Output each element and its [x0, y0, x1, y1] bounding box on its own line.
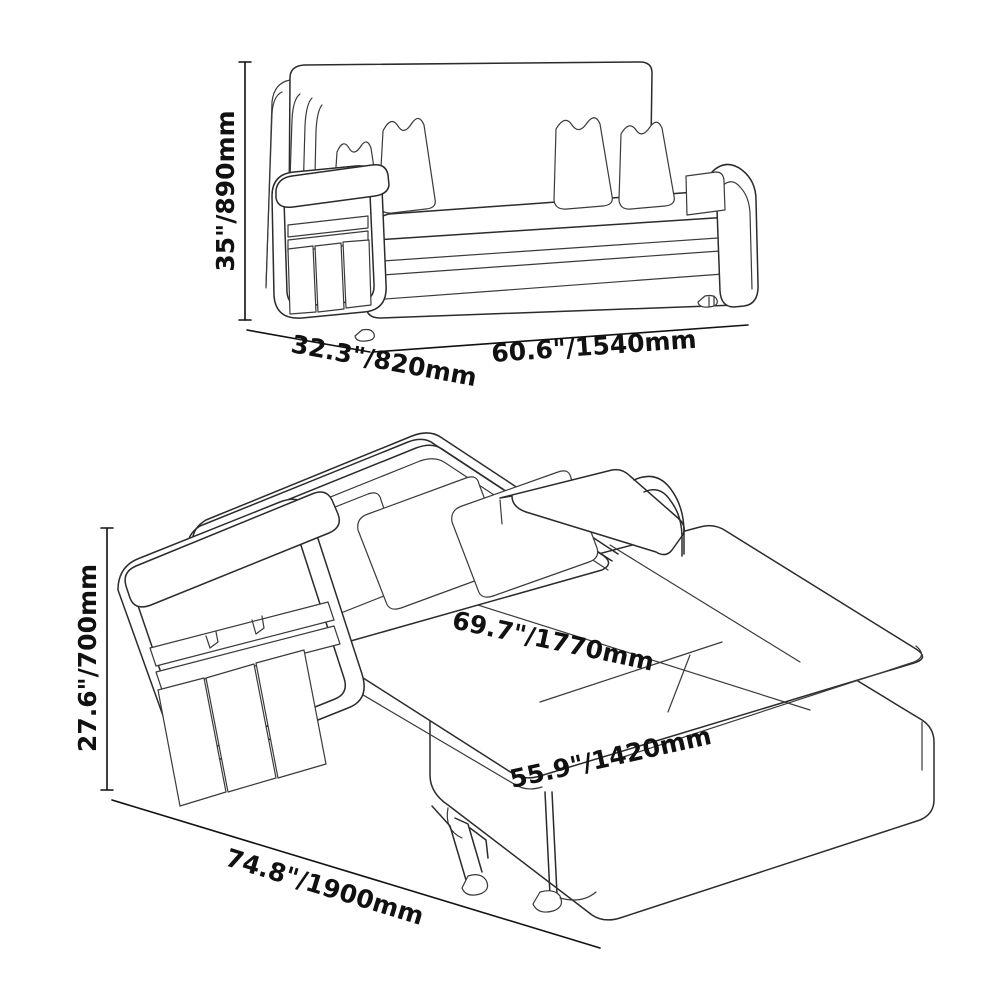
bed-support-leg-2 [544, 791, 551, 896]
bed-left-arm-top-rail [124, 491, 341, 608]
sofa-view: 35"/890mm 32.3"/820mm 60.6"/1540mm [211, 61, 759, 392]
sofa-width-label: 60.6"/1540mm [490, 325, 697, 368]
sofa-back-left-edge [265, 79, 291, 289]
bed-support-leg-brace [431, 805, 467, 881]
bed-arm-tab-2 [251, 615, 265, 635]
bed-mattress-seam-2 [609, 544, 801, 663]
sofa-back-frame-rail-2 [300, 97, 313, 267]
sofa-caster-right [697, 294, 718, 308]
bed-right-arm-pad [499, 468, 685, 556]
sofa-caster-right-detail [708, 295, 715, 307]
sofa-pillow-3 [553, 117, 613, 210]
sofa-pillow-4 [618, 121, 675, 210]
sofa-side-pocket-1 [287, 245, 317, 315]
sofa-seat-seam-upper [367, 235, 748, 263]
bed-caster-1 [461, 874, 489, 896]
sofa-dimension-lines [238, 61, 749, 353]
bed-view: 27.6"/700mm 74.8"/1900mm 69.7"/1770mm 55… [73, 432, 935, 949]
bed-side-pocket-2 [205, 663, 277, 793]
sofa-seat-seam-lower [368, 248, 749, 277]
sofa-right-arm-inner [721, 181, 753, 290]
bed-side-pocket-3 [255, 649, 327, 779]
sofa-back-frame-rail-1 [286, 93, 301, 271]
sofa-pillow-2 [378, 117, 436, 214]
sofa-base-seam [371, 271, 751, 301]
bed-length-dim-line [111, 799, 601, 949]
bed-mattress-seam-3 [539, 641, 723, 703]
bed-arm-shelf-2 [155, 625, 341, 691]
bed-caster-2 [532, 890, 563, 913]
bed-support-leg-brace-2 [454, 817, 483, 873]
sofa-body [265, 61, 759, 342]
bed-mattress-seam-4 [667, 654, 691, 713]
sofa-arm-shelf-1 [287, 215, 369, 238]
bed-support-leg-2b [551, 791, 558, 895]
sofa-back-left-edge-inner [265, 91, 283, 287]
bed-body [117, 432, 935, 921]
sofa-height-label: 35"/890mm [211, 110, 240, 271]
bed-mattress-right-lip [613, 645, 923, 761]
sofa-caster-left [354, 328, 375, 342]
bed-right-arm-frame-inner [643, 489, 683, 557]
bed-base-bottom-curve [559, 891, 597, 901]
sofa-width-dim-line [372, 324, 749, 353]
sofa-side-pocket-3 [342, 239, 372, 309]
bed-arm-tab-1 [205, 631, 219, 649]
bed-arm-shelf-1 [149, 601, 335, 667]
sofa-depth-label: 32.3"/820mm [289, 329, 479, 392]
bed-side-pocket-1 [157, 677, 227, 807]
bed-right-arm-frame-outer [633, 475, 685, 555]
sofa-left-arm-top-rail [275, 163, 390, 209]
sofa-back-frame-rail-3 [312, 104, 323, 262]
bed-support-leg-bracket [469, 827, 489, 859]
sofa-side-pocket-2 [314, 242, 345, 313]
sofa-right-arm-pad [685, 171, 726, 216]
sofa-depth-dim-line [246, 329, 371, 353]
bed-height-label: 27.6"/700mm [73, 564, 102, 752]
bed-mattress-seam-1 [439, 592, 811, 711]
bed-right-arm-edge [499, 499, 503, 525]
